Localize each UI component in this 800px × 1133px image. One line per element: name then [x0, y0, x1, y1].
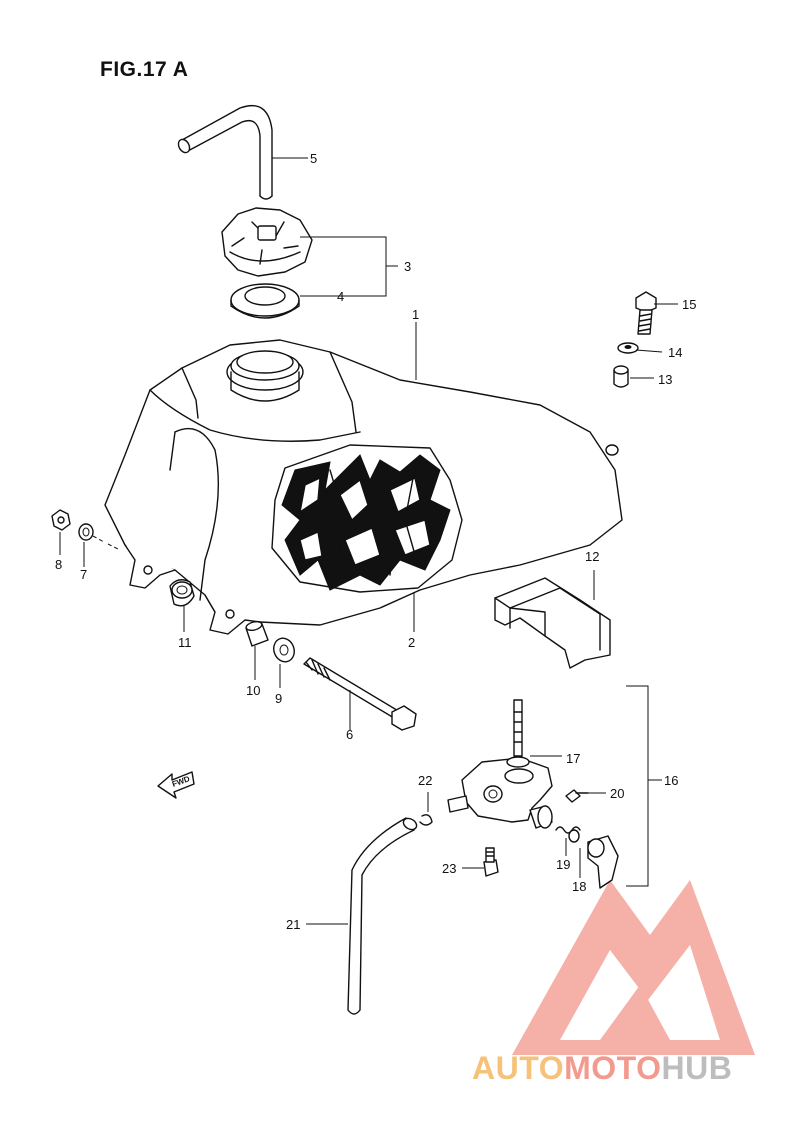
callout-22: 22 — [418, 773, 433, 788]
callout-19: 19 — [556, 857, 571, 872]
watermark: AUTOMOTOHUB — [472, 1052, 732, 1084]
tank-decal — [271, 444, 463, 593]
leader-lines — [59, 157, 678, 925]
knob-18 — [587, 835, 619, 889]
callout-3: 3 — [404, 259, 412, 274]
watermark-part-moto: MOTO — [564, 1050, 662, 1086]
grommet-11 — [169, 579, 195, 607]
callout-7: 7 — [80, 567, 88, 582]
nut-8 — [51, 509, 71, 531]
cap-gasket — [230, 283, 300, 319]
spring-19 — [555, 826, 581, 843]
callout-16: 16 — [664, 773, 679, 788]
bolt-23 — [483, 847, 499, 877]
washer-7 — [78, 523, 119, 550]
callout-5: 5 — [310, 151, 318, 166]
watermark-part-hub: HUB — [661, 1050, 733, 1086]
callout-15: 15 — [682, 297, 697, 312]
callout-23: 23 — [442, 861, 457, 876]
bolt-15 — [635, 291, 657, 335]
callout-4: 4 — [337, 289, 345, 304]
callout-11: 11 — [178, 635, 192, 650]
collar-10 — [245, 620, 269, 647]
callout-6: 6 — [346, 727, 354, 742]
washer-14 — [617, 342, 639, 354]
callout-20: 20 — [610, 786, 625, 801]
clip-22 — [419, 814, 433, 826]
callout-9: 9 — [275, 691, 283, 706]
collar-13 — [613, 365, 629, 388]
breather-hose — [177, 104, 273, 200]
cushion-12 — [494, 577, 611, 669]
bolt-6 — [303, 657, 417, 731]
callout-18: 18 — [572, 879, 587, 894]
screw-20 — [565, 789, 589, 803]
callout-12: 12 — [585, 549, 600, 564]
callout-14: 14 — [668, 345, 683, 360]
callout-2: 2 — [408, 635, 416, 650]
watermark-part-auto: AUTO — [472, 1050, 565, 1086]
washer-9 — [273, 637, 295, 663]
callout-8: 8 — [55, 557, 63, 572]
callout-10: 10 — [246, 683, 261, 698]
callout-1: 1 — [412, 307, 420, 322]
fuel-cock-assembly — [447, 699, 553, 829]
callout-13: 13 — [658, 372, 673, 387]
fwd-arrow-icon — [157, 771, 195, 799]
figure-title: FIG.17 A — [100, 58, 189, 81]
fuel-hose-21 — [347, 817, 418, 1015]
callout-21: 21 — [286, 917, 301, 932]
callout-17: 17 — [566, 751, 581, 766]
fuel-cap — [221, 207, 313, 277]
watermark-logo-icon — [512, 880, 755, 1055]
o-ring-17 — [506, 756, 530, 768]
